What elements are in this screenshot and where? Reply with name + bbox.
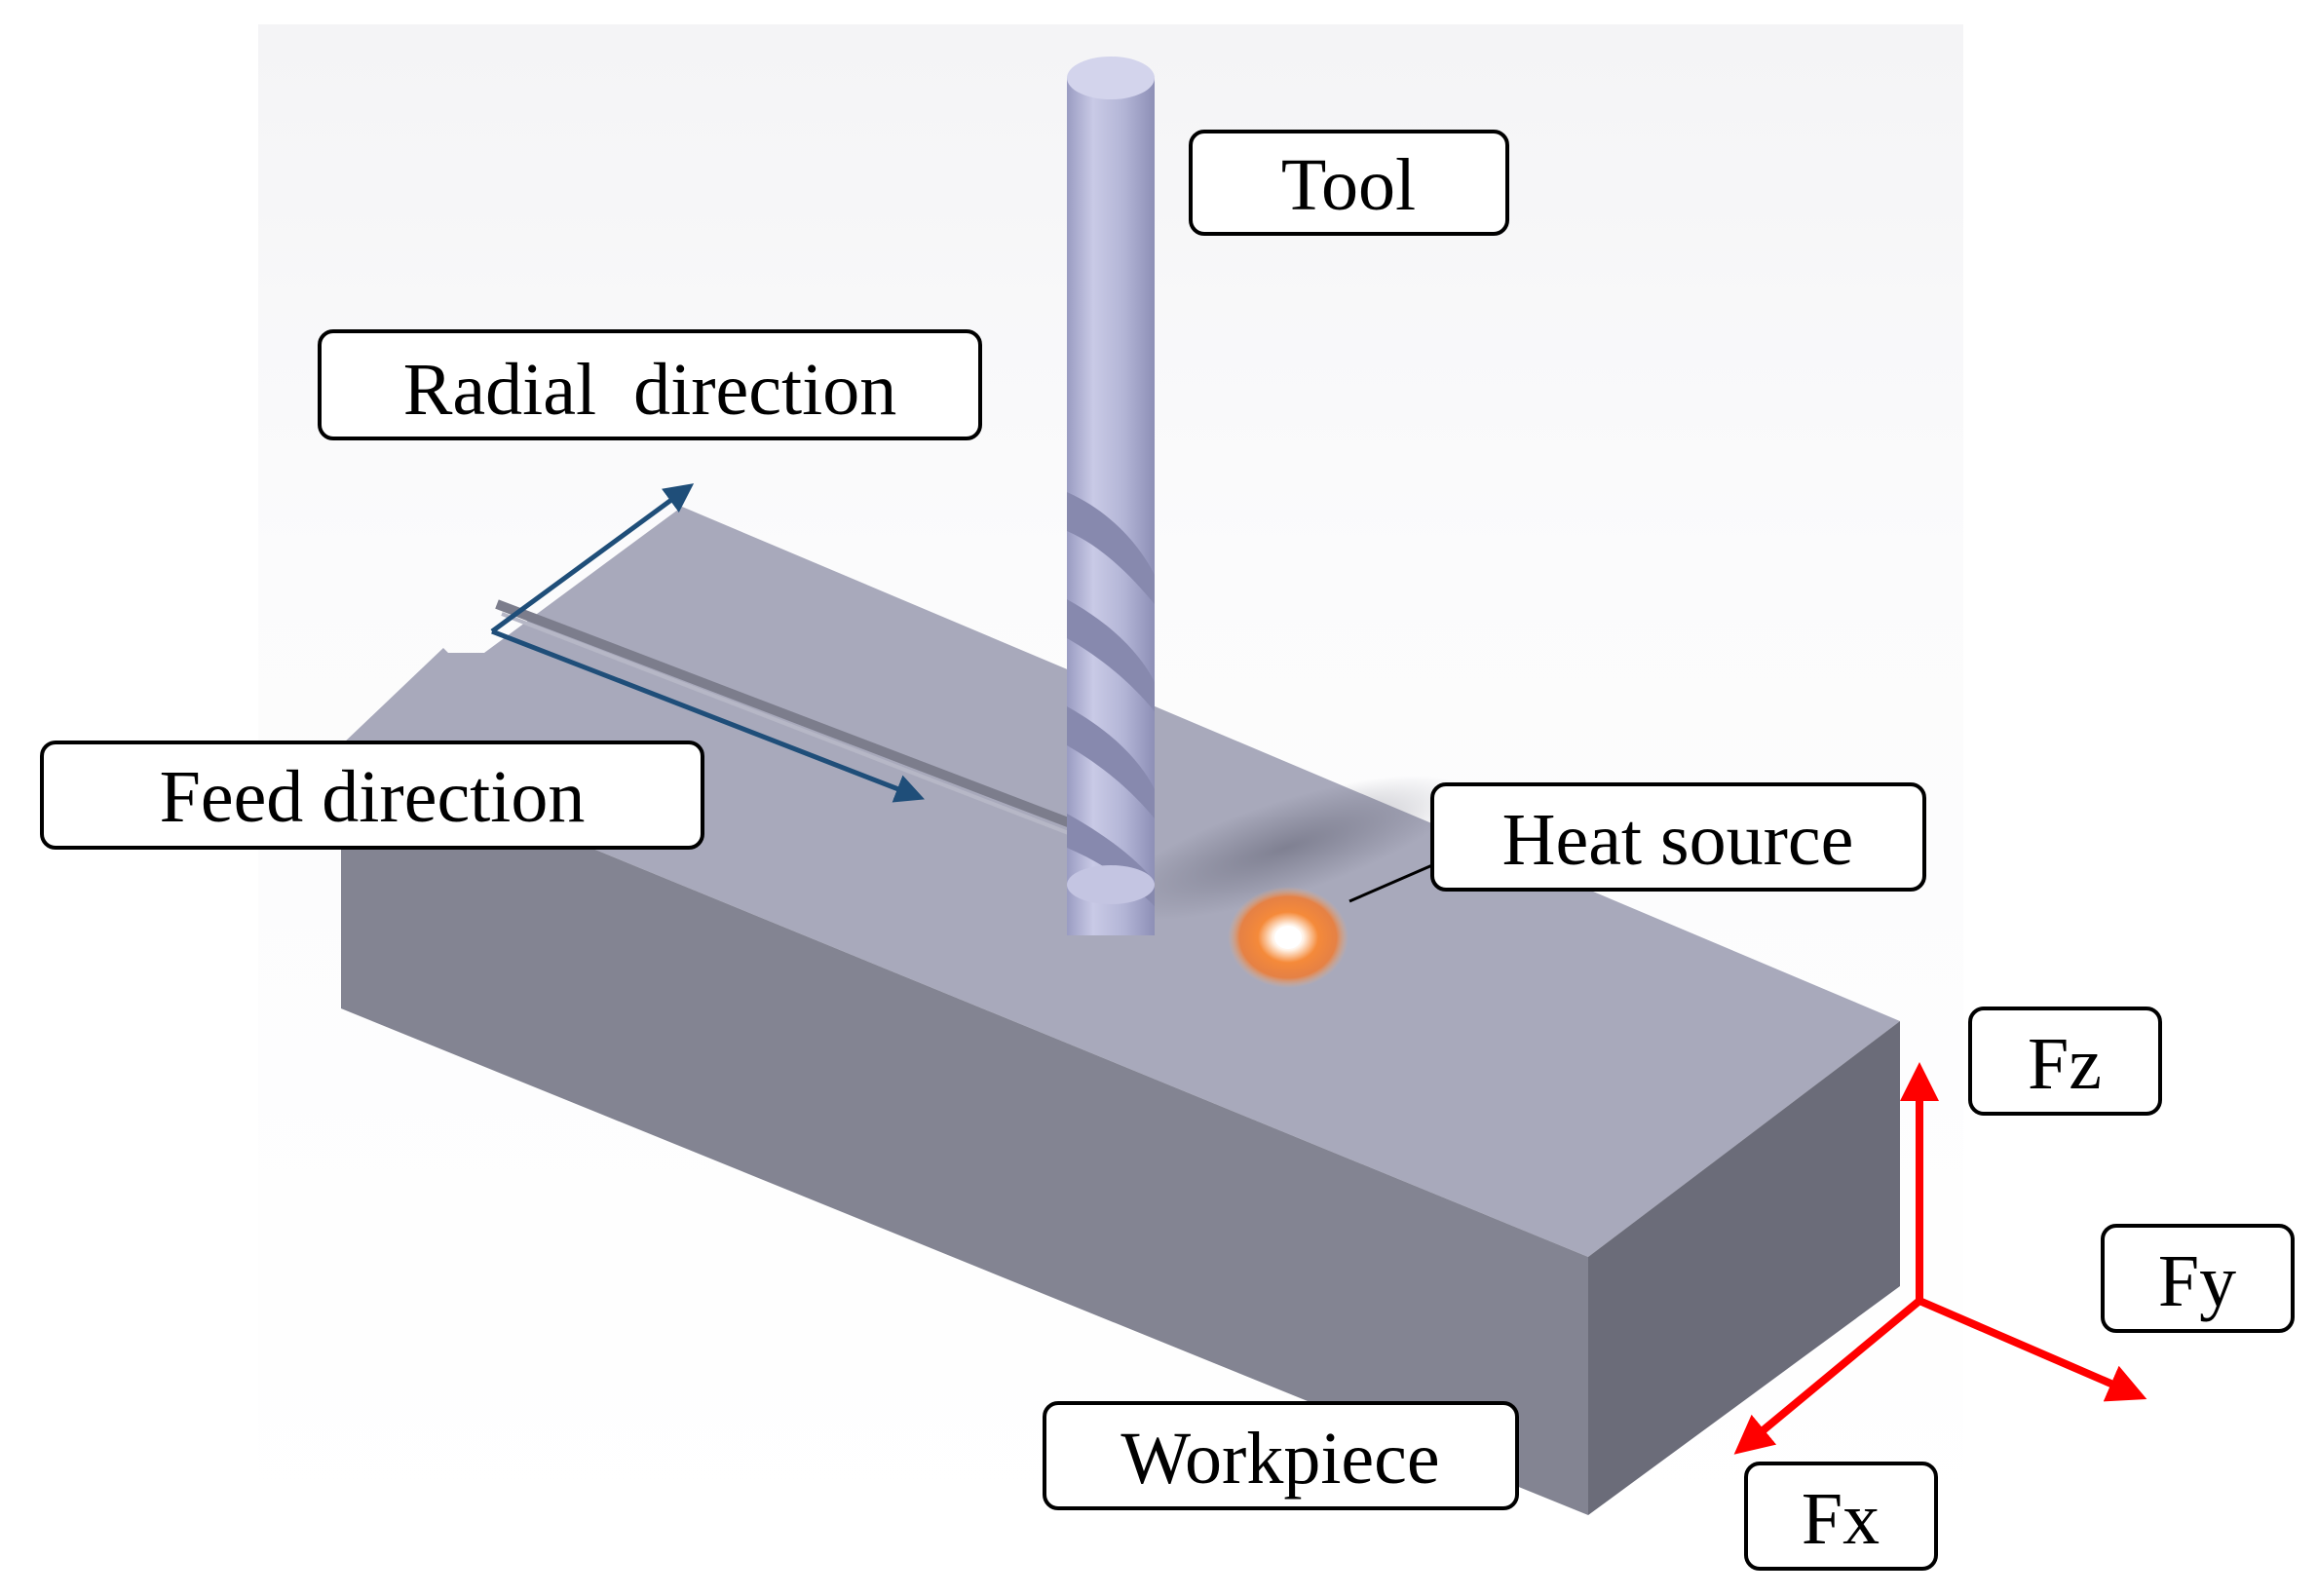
tool-drill [1067,57,1155,935]
tool-flute-2 [1067,599,1155,711]
force-axes [1733,1062,2147,1455]
label-fx-text: Fx [1802,1478,1880,1560]
slot-groove [495,599,1098,838]
workpiece-front-face [341,745,1588,1515]
label-fx: Fx [1744,1462,1938,1571]
label-workpiece: Workpiece [1043,1401,1519,1510]
radial-direction-arrow [490,483,695,634]
label-radial-direction-text: Radial direction [403,349,897,431]
workpiece-side-face [1588,1021,1900,1515]
label-feed-direction-text: Feed direction [160,756,586,838]
label-feed-direction: Feed direction [40,741,704,850]
slot-groove-highlight [501,612,1097,846]
tool-tip [1067,865,1155,904]
direction-arrows [490,483,925,803]
feed-direction-arrow [491,628,925,803]
label-fy: Fy [2101,1224,2295,1333]
label-radial-direction: Radial direction [318,329,982,440]
heat-source-core [1274,926,1302,949]
label-heat-source-text: Heat source [1502,799,1854,881]
tool-top [1067,57,1155,99]
label-tool: Tool [1189,130,1509,236]
label-fz-text: Fz [2028,1023,2102,1105]
tool-shadow [1109,775,1463,921]
fx-arrow [1733,1297,1922,1455]
heat-source-leader [1348,863,1433,903]
label-fz: Fz [1968,1007,2162,1116]
label-workpiece-text: Workpiece [1121,1418,1439,1500]
label-tool-text: Tool [1281,144,1416,226]
fy-arrow [1918,1297,2147,1402]
label-heat-source: Heat source [1430,782,1926,892]
label-fy-text: Fy [2158,1240,2236,1322]
tool-flute-3 [1067,706,1155,818]
tool-flute-1 [1067,492,1155,604]
